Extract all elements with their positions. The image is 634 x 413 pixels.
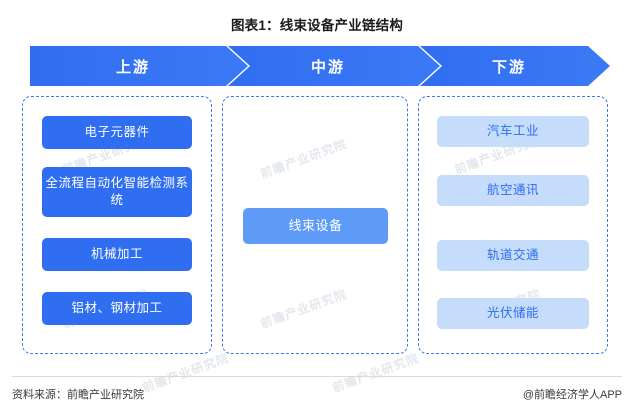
upstream-container	[22, 96, 212, 354]
downstream-container	[418, 96, 608, 354]
footer-divider	[12, 376, 622, 377]
downstream-node-1: 汽车工业	[437, 116, 589, 147]
upstream-node-1: 电子元器件	[42, 116, 192, 149]
upstream-node-4: 铝材、钢材加工	[42, 292, 192, 325]
upstream-node-3: 机械加工	[42, 238, 192, 271]
stage-label-downstream: 下游	[491, 58, 526, 76]
stage-arrow-upstream: 上游	[30, 46, 248, 86]
brand-note: @前瞻经济学人APP	[522, 389, 622, 401]
page-title: 图表1：线束设备产业链结构	[230, 18, 404, 33]
downstream-node-3: 轨道交通	[437, 240, 589, 271]
stage-label-upstream: 上游	[115, 58, 150, 76]
upstream-node-2: 全流程自动化智能检测系统	[42, 167, 192, 217]
downstream-node-2: 航空通讯	[437, 175, 589, 206]
midstream-node-1: 线束设备	[243, 208, 388, 244]
midstream-container	[222, 96, 408, 354]
source-note: 资料来源：前瞻产业研究院	[12, 389, 144, 401]
stage-label-midstream: 中游	[310, 58, 345, 76]
stage-arrow-downstream: 下游	[420, 46, 610, 86]
watermark: 前瞻产业研究院	[140, 350, 231, 396]
stage-arrow-midstream: 中游	[228, 46, 440, 86]
downstream-node-4: 光伏储能	[437, 298, 589, 329]
watermark: 前瞻产业研究院	[330, 350, 421, 396]
stage-arrow-band: 上游 中游 下游	[30, 46, 610, 86]
